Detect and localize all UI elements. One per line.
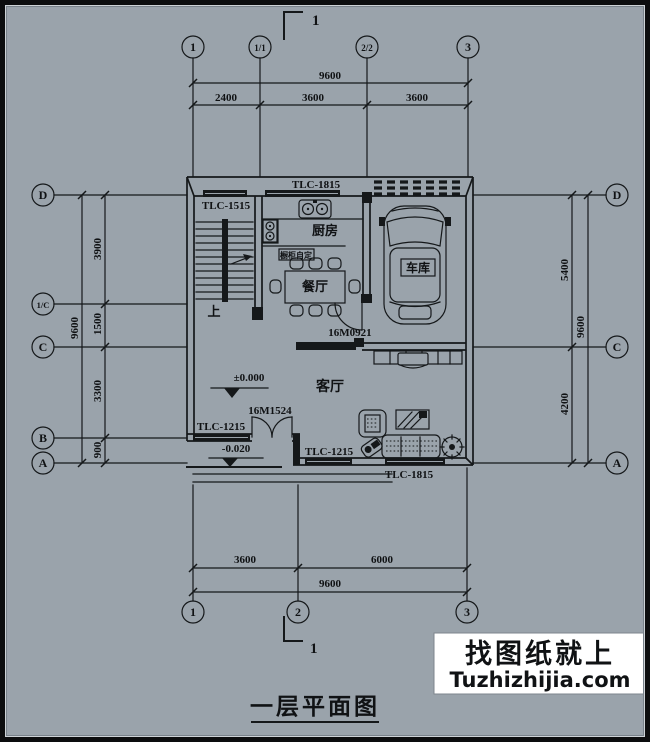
window-b-wall-label: TLC-1215 bbox=[197, 421, 246, 433]
armchair bbox=[358, 409, 387, 438]
axis-top-2-2: 2/2 bbox=[361, 43, 373, 53]
sheet-title-text: 一层平面图 bbox=[250, 694, 380, 720]
tv-cabinet bbox=[373, 350, 463, 369]
axis-top-1-1: 1/1 bbox=[254, 43, 266, 53]
dim-top-3600b: 3600 bbox=[406, 92, 429, 104]
watermark-domain: Tuzhizhijia.com bbox=[449, 668, 630, 692]
windows bbox=[193, 180, 465, 465]
stair-up-label: 上 bbox=[207, 305, 220, 320]
opening-labels: TLC-1815 TLC-1515 TLC-1215 16M1524 TLC-1… bbox=[197, 179, 434, 481]
coffee-table bbox=[395, 409, 430, 430]
cabinet-note-label: 橱柜自定 bbox=[279, 250, 312, 260]
section-mark-bottom: 1 bbox=[283, 616, 318, 657]
kitchen-sink bbox=[298, 199, 332, 219]
entry-double-door bbox=[251, 416, 293, 438]
garage: 车库 bbox=[379, 205, 451, 325]
dim-bottom-overall: 9600 bbox=[319, 578, 342, 590]
level-mark-porch: -0.020 bbox=[208, 443, 264, 467]
tv-icon bbox=[397, 352, 429, 366]
dim-top-overall: 9600 bbox=[319, 70, 342, 82]
dim-right-overall: 9600 bbox=[575, 316, 587, 339]
porch-steps bbox=[186, 466, 393, 483]
axis-left-D: D bbox=[39, 188, 48, 202]
axis-right-C: C bbox=[613, 340, 622, 354]
dimension-texts: 9600 2400 3600 3600 3600 6000 9600 3900 … bbox=[69, 70, 587, 590]
dim-left-3900: 3900 bbox=[92, 238, 104, 261]
sofa-group bbox=[358, 409, 465, 460]
cabinet-note-box bbox=[278, 248, 315, 261]
section-mark-bottom-label: 1 bbox=[310, 641, 318, 657]
window-bottom-right-label: TLC-1815 bbox=[385, 469, 434, 481]
dim-left-3300: 3300 bbox=[92, 380, 104, 403]
dining-chairs bbox=[269, 257, 361, 317]
sheet-title: 一层平面图 bbox=[250, 694, 380, 723]
plant bbox=[439, 434, 465, 460]
axis-right-A: A bbox=[613, 456, 622, 470]
garage-label: 车库 bbox=[406, 260, 430, 275]
axis-right-D: D bbox=[613, 188, 622, 202]
car-top-view bbox=[379, 205, 451, 325]
dining-set: 餐厅 bbox=[269, 257, 361, 317]
axis-bottom-3: 3 bbox=[464, 605, 470, 619]
dim-bottom-6000: 6000 bbox=[371, 554, 394, 566]
garage-door-hatch bbox=[374, 180, 465, 196]
axis-left-A: A bbox=[39, 456, 48, 470]
watermark-text: 找图纸就上 bbox=[465, 638, 615, 670]
garage-label-box bbox=[400, 258, 436, 277]
axis-bottom-1: 1 bbox=[190, 605, 196, 619]
section-mark-top: 1 bbox=[283, 11, 320, 40]
dim-bottom-3600: 3600 bbox=[234, 554, 257, 566]
window-stair-label: TLC-1515 bbox=[202, 200, 251, 212]
axis-left-B: B bbox=[39, 431, 47, 445]
axis-left-C: C bbox=[39, 340, 48, 354]
dim-top-3600a: 3600 bbox=[302, 92, 325, 104]
stair-direction-arrow bbox=[243, 254, 252, 261]
door-garage-label: 16M0921 bbox=[328, 327, 371, 339]
living-label: 客厅 bbox=[315, 378, 344, 395]
axis-left-1-C: 1/C bbox=[37, 300, 50, 310]
level-porch-text: -0.020 bbox=[222, 443, 251, 455]
axis-bubbles: 1 1/1 2/2 3 1 2 3 D 1/C C B A D C A bbox=[31, 35, 629, 624]
dim-right-5400: 5400 bbox=[559, 259, 571, 282]
axis-bottom-2: 2 bbox=[295, 605, 301, 619]
dim-left-900: 900 bbox=[92, 441, 104, 458]
dim-right-4200: 4200 bbox=[559, 393, 571, 416]
door-entry-label: 16M1524 bbox=[248, 405, 292, 417]
dim-left-1500: 1500 bbox=[92, 313, 104, 336]
dimension-lines bbox=[77, 78, 593, 597]
dim-top-2400: 2400 bbox=[215, 92, 238, 104]
kitchen-stove bbox=[262, 219, 278, 243]
watermark: 找图纸就上 Tuzhizhijia.com bbox=[433, 632, 645, 695]
section-mark-top-label: 1 bbox=[312, 13, 320, 29]
dining-label: 餐厅 bbox=[301, 279, 328, 295]
window-top-label: TLC-1815 bbox=[292, 179, 341, 191]
kitchen-label: 厨房 bbox=[312, 223, 338, 239]
axis-top-3: 3 bbox=[465, 40, 471, 54]
dim-left-overall: 9600 bbox=[69, 317, 81, 340]
dining-table bbox=[284, 270, 346, 304]
stair-handrail bbox=[222, 219, 228, 302]
kitchen: 厨房 橱柜自定 bbox=[261, 199, 364, 261]
sofa bbox=[381, 434, 441, 459]
garage-interior-door bbox=[334, 302, 363, 331]
axis-lines bbox=[53, 57, 607, 602]
staircase: 上 bbox=[195, 219, 254, 320]
window-bottom-mid-label: TLC-1215 bbox=[305, 446, 354, 458]
level-floor-text: ±0.000 bbox=[234, 372, 265, 384]
level-mark-floor: ±0.000 bbox=[210, 372, 269, 398]
axis-top-1: 1 bbox=[190, 40, 196, 54]
side-table-item bbox=[360, 437, 383, 458]
